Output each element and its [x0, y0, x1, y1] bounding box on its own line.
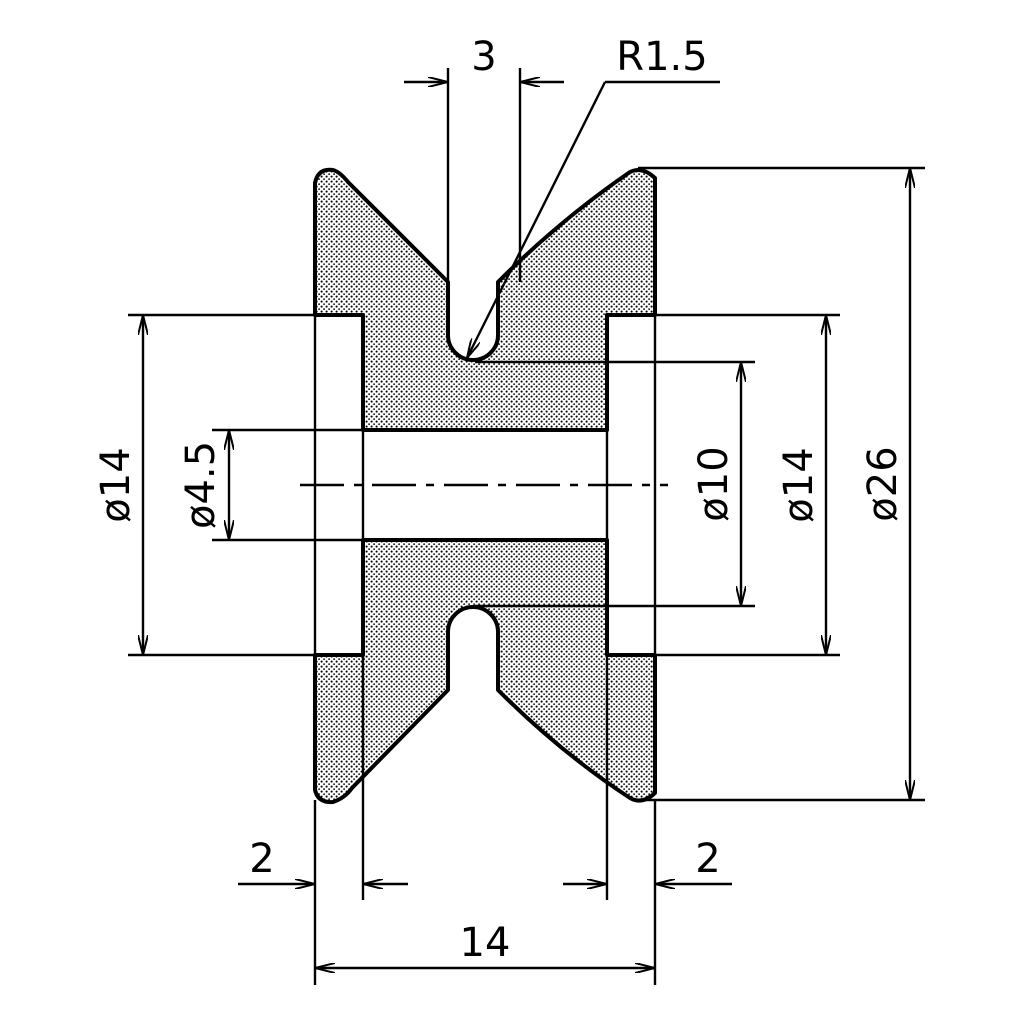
- dim-bore: ø4.5: [178, 428, 363, 542]
- dim-bottom: 2 2 14: [238, 655, 732, 985]
- dim-flange-diameter: ø26: [638, 166, 925, 802]
- right-recess-label: 2: [695, 836, 720, 882]
- dim-outer-hub-right: ø14: [607, 313, 840, 657]
- groove-bottom-diameter-label: ø10: [691, 446, 737, 521]
- pulley-section: [300, 167, 755, 805]
- dim-groove-width: 3: [404, 34, 564, 282]
- groove-width-label: 3: [471, 34, 496, 80]
- outer-hub-left-label: ø14: [93, 447, 139, 522]
- dim-outer-hub-left: ø14: [93, 313, 315, 657]
- pulley-section-bottom: [313, 538, 657, 805]
- pulley-section-top: [313, 167, 657, 432]
- outer-hub-right-label: ø14: [776, 447, 822, 522]
- left-recess-label: 2: [249, 836, 274, 882]
- dim-groove-radius: R1.5: [465, 34, 720, 358]
- flange-diameter-label: ø26: [860, 446, 906, 521]
- groove-radius-label: R1.5: [616, 34, 707, 80]
- overall-width-label: 14: [460, 920, 511, 966]
- bore-label: ø4.5: [178, 441, 224, 529]
- dim-groove-bottom-diameter: ø10: [691, 362, 741, 606]
